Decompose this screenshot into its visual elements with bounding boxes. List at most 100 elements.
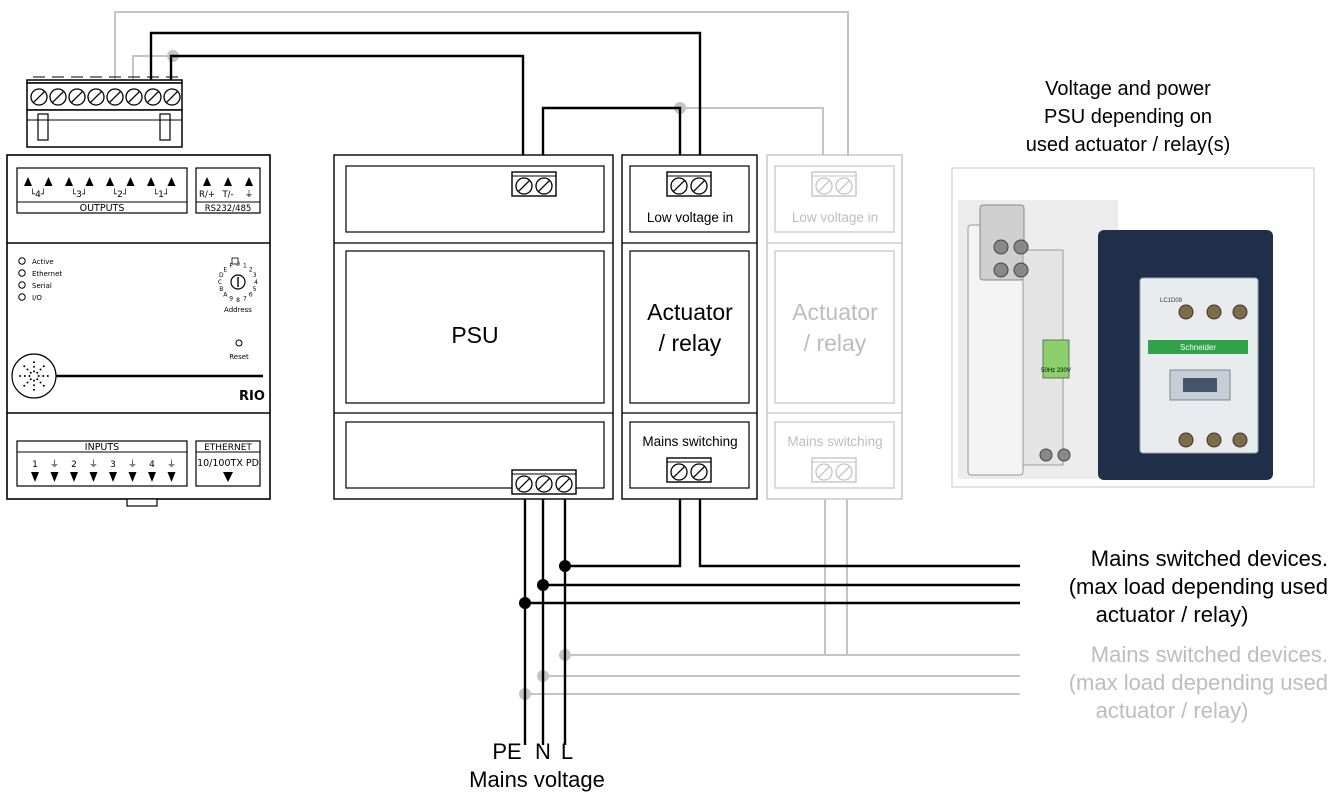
port-dot	[33, 379, 35, 382]
actuator-module: Low voltage in Actuator / relay Mains sw…	[621, 154, 758, 500]
psu-mains-terminal-screw-1-slot	[517, 477, 531, 491]
psu-mains-terminal-screw-1	[515, 475, 533, 493]
psu-low-terminal-screw-1	[515, 177, 533, 195]
actuator-faded-low-terminal-screw-1	[815, 177, 833, 195]
port-dot	[29, 371, 32, 374]
port-dot	[37, 375, 40, 377]
port-dot	[23, 375, 26, 377]
actuator-low-terminal-screw-2-slot	[692, 179, 706, 193]
output-arrows: └4┘└3┘└2┘└1┘	[24, 177, 176, 200]
junction-N	[537, 579, 549, 591]
black-wires	[149, 31, 1020, 745]
terminal-screw-8	[163, 88, 181, 106]
output-arrow-5	[106, 177, 114, 186]
caption-line-1: Voltage and power	[1045, 78, 1211, 100]
port-dot	[36, 378, 39, 381]
mains-voltage-label: Mains voltage	[469, 767, 605, 792]
actuator-faded-mains-terminal-screw-2-slot	[837, 465, 851, 479]
terminal-screw-4	[87, 88, 105, 106]
address-label: Address	[224, 306, 252, 314]
terminal-screw-7	[144, 88, 162, 106]
wire-faded-relay2-out1	[824, 488, 1020, 656]
actuator-mains-terminal-screw-2	[690, 463, 708, 481]
serial-arrow-1	[203, 177, 211, 186]
dial-digit-0: 0	[236, 261, 240, 268]
input-arrow-3	[70, 472, 78, 482]
led-label-2: Ethernet	[32, 270, 62, 278]
dial-digit-E: E	[223, 266, 227, 273]
port-dot	[23, 384, 26, 387]
input-arrow-7	[148, 472, 156, 482]
wire-relay-switched-out	[698, 488, 1020, 568]
mains-devices-label-faded: Mains switched devices. (max load depend…	[1069, 642, 1328, 723]
brand-label: RIO	[239, 389, 265, 404]
terminal-screws	[30, 76, 181, 106]
actuator-low-voltage-label: Low voltage in	[647, 210, 733, 225]
input-pin-label-4: ⏚	[89, 459, 98, 470]
serial-pins: R/+T/-⏚	[199, 177, 253, 200]
input-pin-label-1: 1	[32, 460, 38, 470]
led-label-4: I/O	[32, 294, 42, 302]
input-arrow-8	[167, 472, 176, 482]
port-connector	[11, 353, 57, 399]
input-pin-label-6: ⏚	[128, 459, 137, 470]
caption-line-2: PSU depending on	[1044, 106, 1212, 128]
ethernet-sub-label: 10/100TX PD	[197, 458, 259, 469]
input-pin-label-8: ⏚	[167, 459, 176, 470]
port-dot	[28, 375, 31, 377]
output-arrow-6	[126, 177, 135, 186]
mains-terminals: PE N L Mains voltage	[469, 739, 605, 792]
contactor-brand: Schneider	[1180, 343, 1216, 352]
caption-line-3: used actuator / relay(s)	[1026, 134, 1231, 156]
dial-digit-D: D	[219, 272, 224, 279]
port-dot	[23, 365, 26, 368]
dial-digit-7: 7	[243, 296, 247, 303]
actuator-faded-low-terminal	[811, 171, 857, 197]
junction-L	[559, 560, 571, 572]
terminal-screw-5	[106, 88, 124, 106]
relay-green-label	[1042, 339, 1070, 379]
output-group-1: └1┘	[153, 188, 170, 200]
output-arrow-7	[147, 177, 155, 186]
output-group-4: └4┘	[30, 188, 47, 200]
actuator-faded-low-terminal-screw-2-slot	[837, 179, 851, 193]
serial-pin-label-1: R/+	[199, 190, 215, 200]
terminal-screw-8-slot	[165, 90, 179, 104]
psu-module: PSU	[333, 154, 614, 500]
serial-arrow-2	[224, 177, 232, 186]
mains-devices-label: Mains switched devices. (max load depend…	[1069, 546, 1328, 627]
ethernet-label: ETHERNET	[204, 443, 252, 453]
terminal-screw-2-slot	[51, 90, 65, 104]
port-dot	[36, 371, 39, 374]
port-dot	[33, 361, 35, 364]
led-2	[18, 269, 26, 277]
actuator-faded-mains-switching-label: Mains switching	[787, 434, 882, 449]
input-pin-label-3: 2	[71, 460, 77, 470]
led-1	[18, 257, 26, 265]
input-arrow-1	[31, 472, 39, 482]
contactor-illustration: LC1D09 Schneider	[1098, 230, 1273, 480]
reset-label: Reset	[229, 353, 249, 361]
port-dot	[42, 365, 45, 368]
output-arrow-3	[65, 177, 73, 186]
serial-panel	[195, 167, 261, 214]
reset-button[interactable]	[235, 339, 243, 347]
dial-digit-8: 8	[236, 297, 240, 304]
actuator-faded-label-line2: / relay	[804, 330, 867, 356]
psu-low-terminal-screw-2-slot	[537, 179, 551, 193]
port-dot	[42, 384, 45, 387]
rio-module: OUTPUTS └4┘└3┘└2┘└1┘ RS232/485 R/+T/-⏚ A…	[6, 154, 271, 507]
port-dot	[29, 378, 32, 381]
terminal-screw-3	[68, 88, 86, 106]
port-dot	[26, 381, 29, 384]
psu-mains-terminal-screw-3	[555, 475, 573, 493]
actuator-low-terminal-screw-1-slot	[672, 179, 686, 193]
dial-digit-B: B	[219, 286, 223, 293]
wire-faded-top-loop	[114, 11, 849, 180]
port-dot	[26, 368, 29, 371]
actuator-label-line1: Actuator	[647, 299, 733, 325]
